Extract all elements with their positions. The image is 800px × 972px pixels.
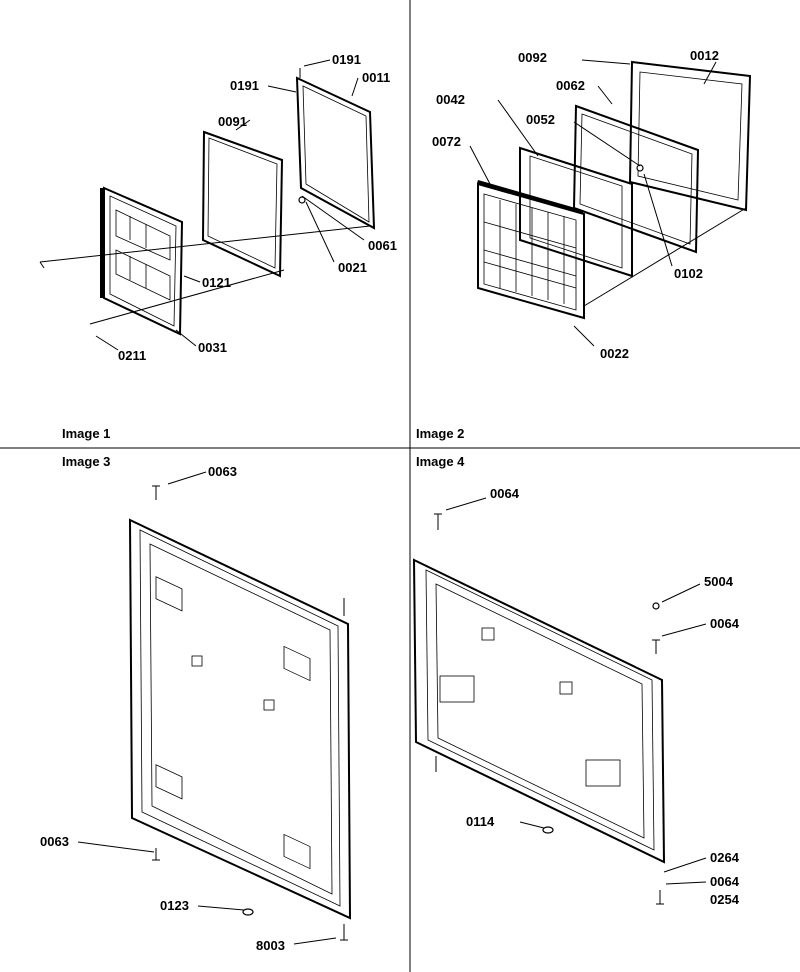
door-frame-back-0063 xyxy=(128,518,352,920)
bracket-upper xyxy=(439,675,475,703)
panel-caption: Image 3 xyxy=(62,454,110,469)
panel-caption: Image 2 xyxy=(416,426,464,441)
door-frame-back-0064 xyxy=(412,558,666,864)
screw-0063-bottom xyxy=(152,848,160,861)
part-label: 0114 xyxy=(466,814,495,829)
inner-liner-0121 xyxy=(100,186,184,336)
part-label: 0264 xyxy=(710,850,740,865)
stud-0021 xyxy=(298,196,306,204)
part-label: 0042 xyxy=(436,92,465,107)
screw-0064-bottom xyxy=(656,890,664,905)
part-label: 0063 xyxy=(40,834,69,849)
panel-caption: Image 4 xyxy=(416,454,465,469)
part-label: 0092 xyxy=(518,50,547,65)
part-label: 0012 xyxy=(690,48,719,63)
part-label: 0191 xyxy=(230,78,259,93)
panel-caption: Image 1 xyxy=(62,426,110,441)
stud-0102 xyxy=(636,164,644,172)
screw-0063-top xyxy=(152,485,160,500)
part-label: 0063 xyxy=(208,464,237,479)
plug-0123 xyxy=(242,908,254,916)
door-panel-0011 xyxy=(295,76,376,230)
liner-0042 xyxy=(519,146,633,278)
part-label: 0064 xyxy=(710,874,740,889)
hinge-bracket xyxy=(155,576,311,870)
gasket-0062 xyxy=(572,104,700,254)
part-label: 0121 xyxy=(202,275,231,290)
plug-small xyxy=(191,655,203,667)
part-label: 0062 xyxy=(556,78,585,93)
part-label: 0022 xyxy=(600,346,629,361)
panel-1 xyxy=(39,59,376,351)
panel-4 xyxy=(412,497,707,905)
bin-0072 xyxy=(476,180,585,320)
part-label: 0191 xyxy=(332,52,361,67)
part-label: 0011 xyxy=(362,70,390,85)
part-label: 0052 xyxy=(526,112,555,127)
screw-8003 xyxy=(340,924,348,941)
part-label: 0254 xyxy=(710,892,740,907)
part-label: 0064 xyxy=(710,616,740,631)
screw-0064-mid xyxy=(652,639,660,654)
part-label: 0021 xyxy=(338,260,367,275)
part-label: 0091 xyxy=(218,114,247,129)
part-label: 0061 xyxy=(368,238,397,253)
part-label: 0102 xyxy=(674,266,703,281)
screw-0064-top xyxy=(434,513,442,530)
part-label: 0211 xyxy=(118,348,146,363)
panel-2 xyxy=(469,59,752,347)
part-label: 0064 xyxy=(490,486,520,501)
plug-5004 xyxy=(652,602,660,610)
part-label: 0031 xyxy=(198,340,227,355)
gasket-0091 xyxy=(201,130,284,278)
part-label: 0072 xyxy=(432,134,461,149)
plug-0114 xyxy=(542,826,554,834)
part-label: 5004 xyxy=(704,574,734,589)
part-label: 8003 xyxy=(256,938,285,953)
part-label: 0123 xyxy=(160,898,189,913)
panel-3 xyxy=(77,471,352,945)
